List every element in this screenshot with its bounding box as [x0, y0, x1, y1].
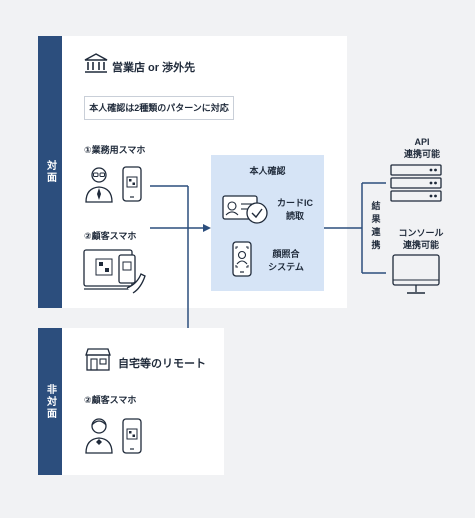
verification-box: [211, 155, 324, 291]
store-title: 営業店 or 渉外先: [112, 62, 196, 74]
bank-building-icon: [84, 53, 108, 73]
business-phone-label: ①業務用スマホ: [84, 145, 146, 155]
tablet-scan-icon: [83, 249, 146, 294]
phone-qr-icon: [122, 166, 142, 202]
pattern-note: 本人確認は2種類のパターンに対応: [84, 96, 234, 120]
non-face-to-face-label: 非対面: [38, 328, 62, 475]
staff-person-icon: [85, 167, 113, 203]
console-label: コンソール連携可能: [398, 228, 444, 250]
server-icon: [390, 164, 442, 202]
verification-title: 本人確認: [249, 166, 286, 176]
home-customer-phone-label: ②顧客スマホ: [84, 395, 137, 405]
face-recognition-phone-icon: [232, 241, 252, 277]
customer-person-icon: [85, 418, 113, 454]
monitor-icon: [392, 254, 440, 294]
id-card-icon: [222, 195, 268, 224]
face-matching-label: 顔照合システム: [268, 249, 304, 272]
house-store-icon: [85, 348, 111, 371]
home-phone-qr-icon: [122, 418, 142, 454]
face-to-face-label: 対面: [38, 36, 62, 308]
home-panel: [62, 328, 224, 475]
customer-phone-label: ②顧客スマホ: [84, 231, 137, 241]
result-link-label: 結果連携: [371, 201, 381, 250]
home-title: 自宅等のリモート: [118, 358, 206, 370]
